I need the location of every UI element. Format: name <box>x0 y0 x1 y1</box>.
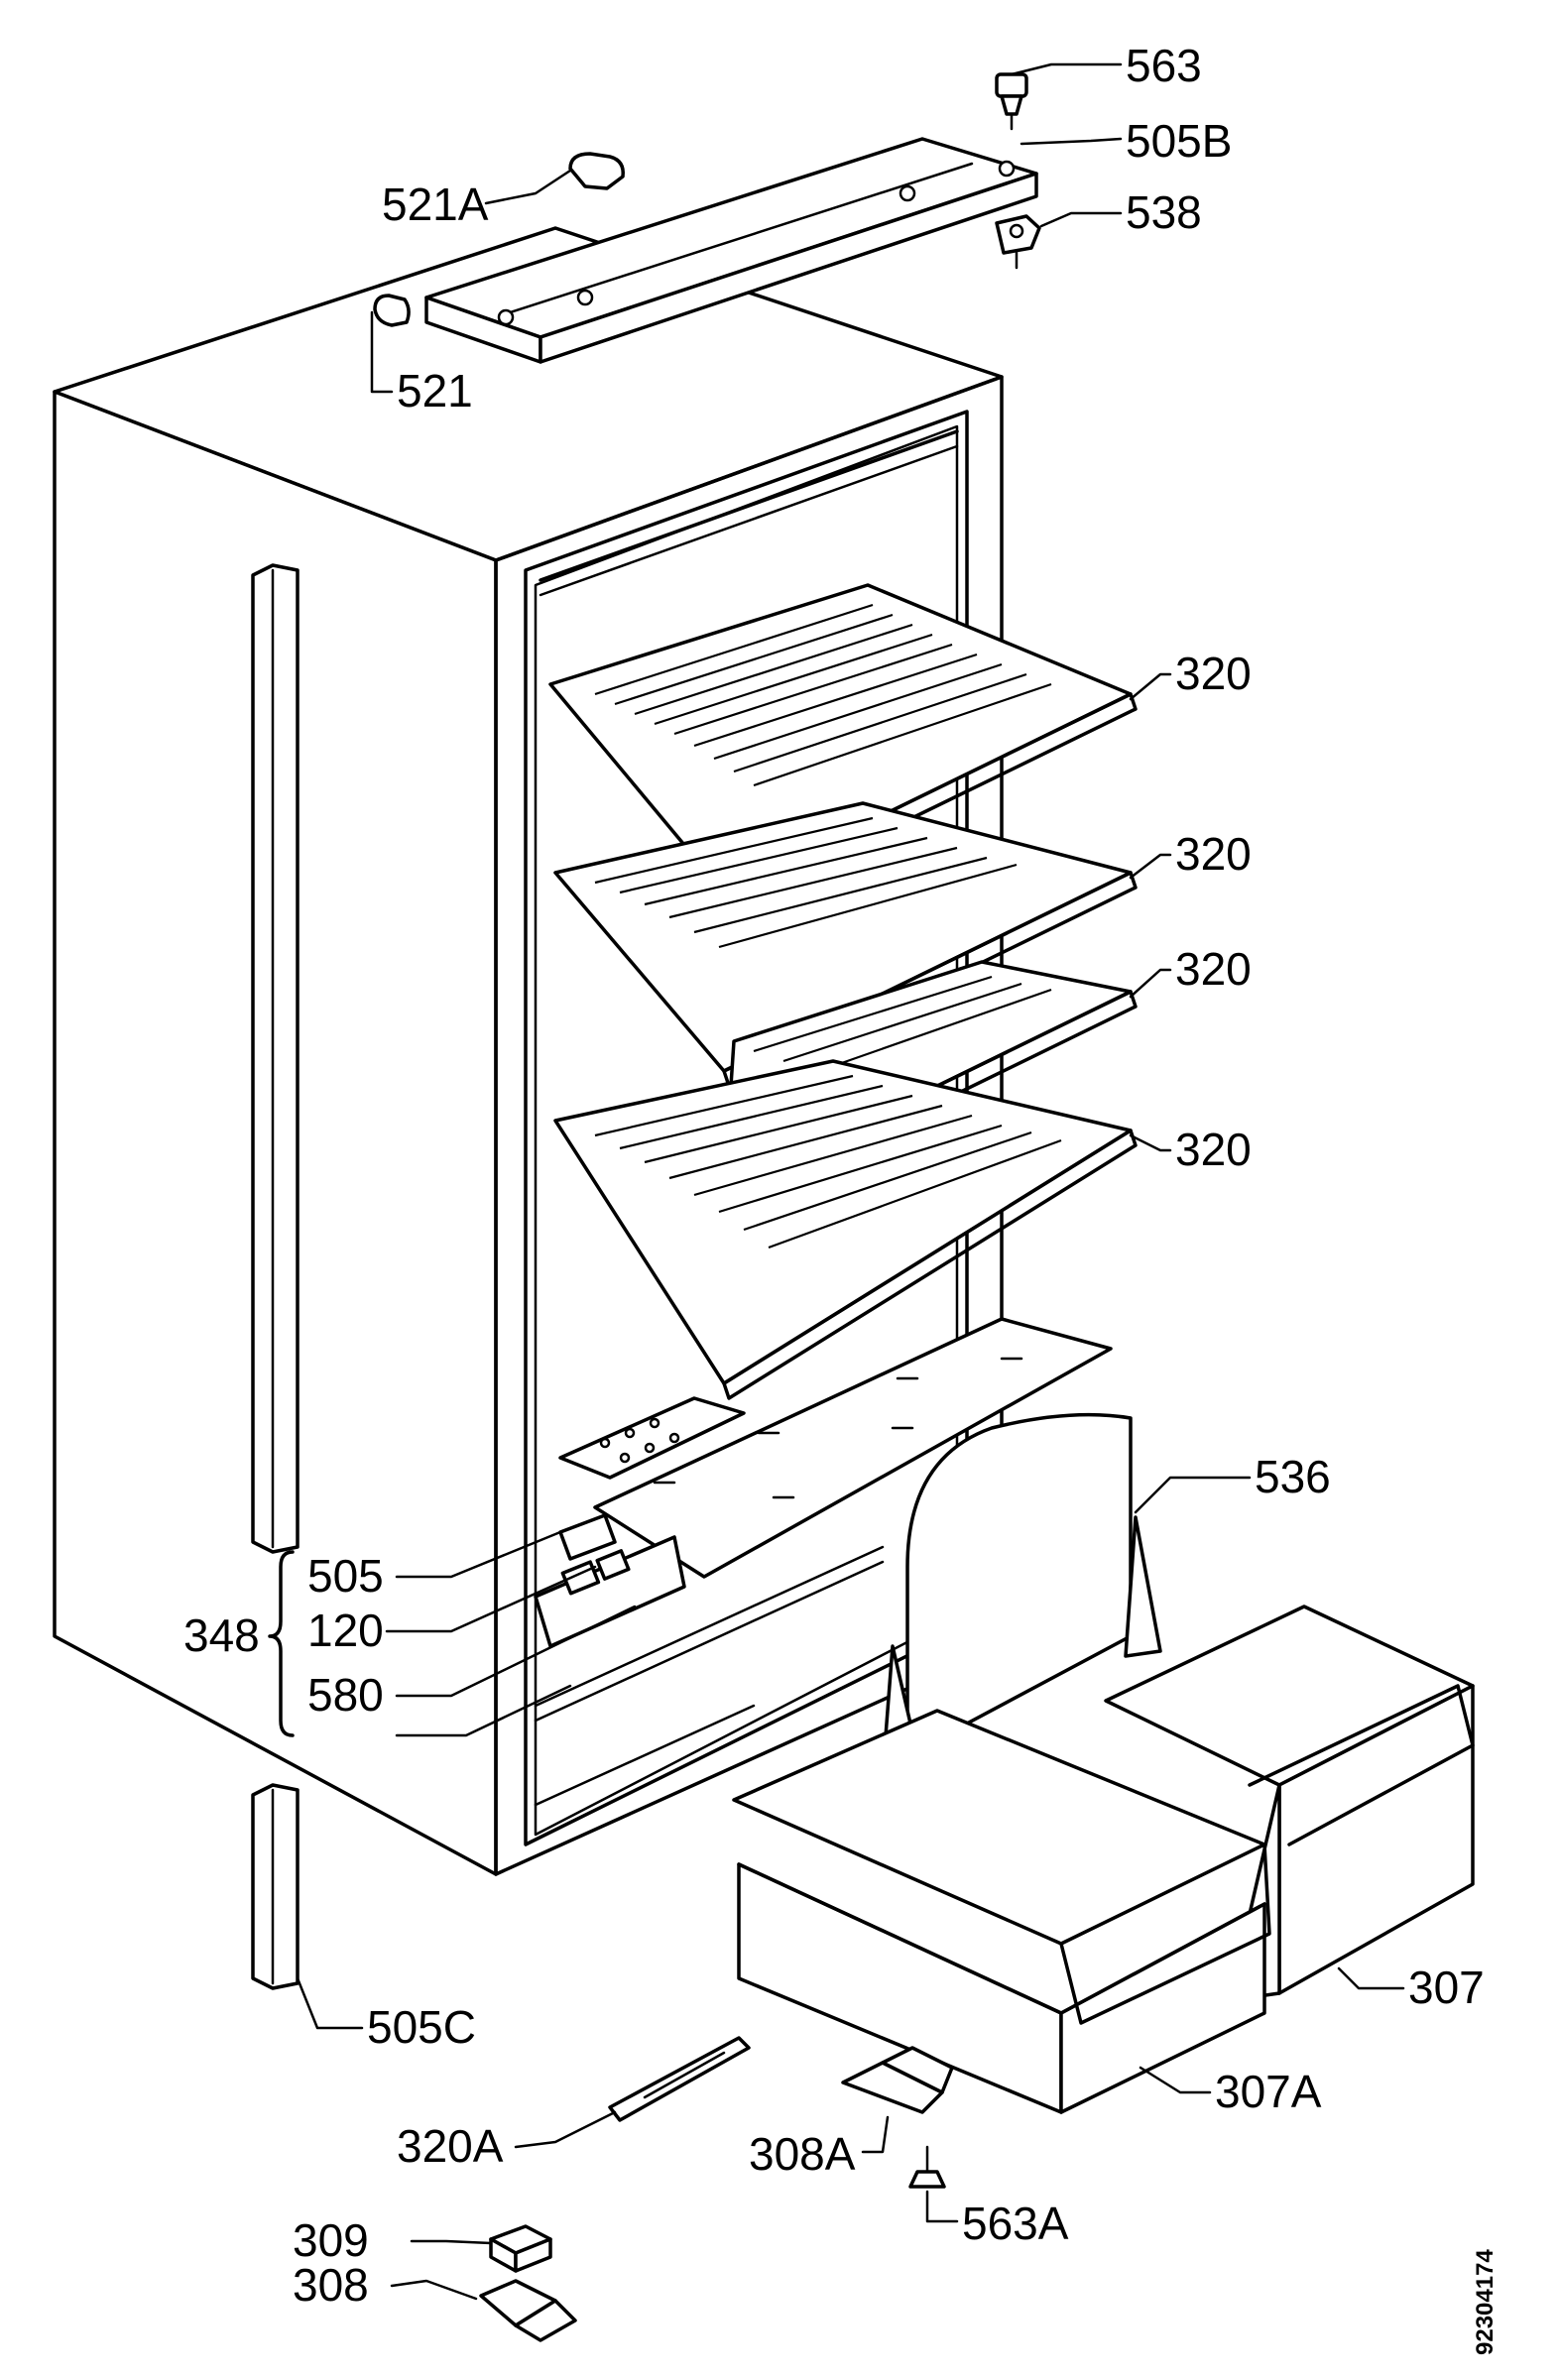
label-563a: 563A <box>962 2198 1069 2249</box>
hinge-bracket-top <box>424 137 1038 364</box>
cap-521a <box>568 152 625 190</box>
screw-563 <box>995 72 1028 131</box>
part-labels: 563 505B 521A 538 521 320 320 320 320 53… <box>183 40 1485 2311</box>
label-320-2: 320 <box>1175 828 1252 880</box>
label-307: 307 <box>1408 1962 1485 2013</box>
label-320-3: 320 <box>1175 943 1252 995</box>
cap-309 <box>489 2224 552 2273</box>
cap-521 <box>373 294 411 327</box>
label-307a: 307A <box>1215 2066 1322 2117</box>
drawing-code: 92304174 <box>1472 2249 1499 2355</box>
label-120: 120 <box>307 1605 384 1656</box>
label-521a: 521A <box>382 178 489 230</box>
door-seal-strip <box>251 563 300 1990</box>
screw-563a <box>908 2145 946 2189</box>
leader-lines <box>296 62 1405 2301</box>
label-505b: 505B <box>1126 115 1232 167</box>
group-brace <box>268 1550 295 1737</box>
label-536: 536 <box>1255 1451 1331 1502</box>
label-309: 309 <box>293 2214 369 2266</box>
label-580: 580 <box>307 1669 384 1721</box>
label-563: 563 <box>1126 40 1202 91</box>
label-320-4: 320 <box>1175 1124 1252 1175</box>
label-538: 538 <box>1126 186 1202 238</box>
label-505c: 505C <box>367 2001 476 2053</box>
shelf-4 <box>553 1059 1138 1400</box>
label-521: 521 <box>397 365 473 416</box>
shelf-2 <box>553 801 1138 1088</box>
hinge-pin-538 <box>995 214 1041 270</box>
bracket-308a <box>841 2046 954 2114</box>
label-505: 505 <box>307 1550 384 1602</box>
label-320a: 320A <box>397 2120 504 2172</box>
rail-320a <box>608 2036 751 2122</box>
label-320-1: 320 <box>1175 648 1252 699</box>
label-308: 308 <box>293 2259 369 2311</box>
shelf-1 <box>548 583 1138 909</box>
label-348: 348 <box>183 1609 260 1661</box>
label-308a: 308A <box>749 2128 856 2180</box>
control-panel <box>534 1513 686 1648</box>
drawer-307a <box>732 1709 1271 2114</box>
bracket-308 <box>479 2279 577 2342</box>
